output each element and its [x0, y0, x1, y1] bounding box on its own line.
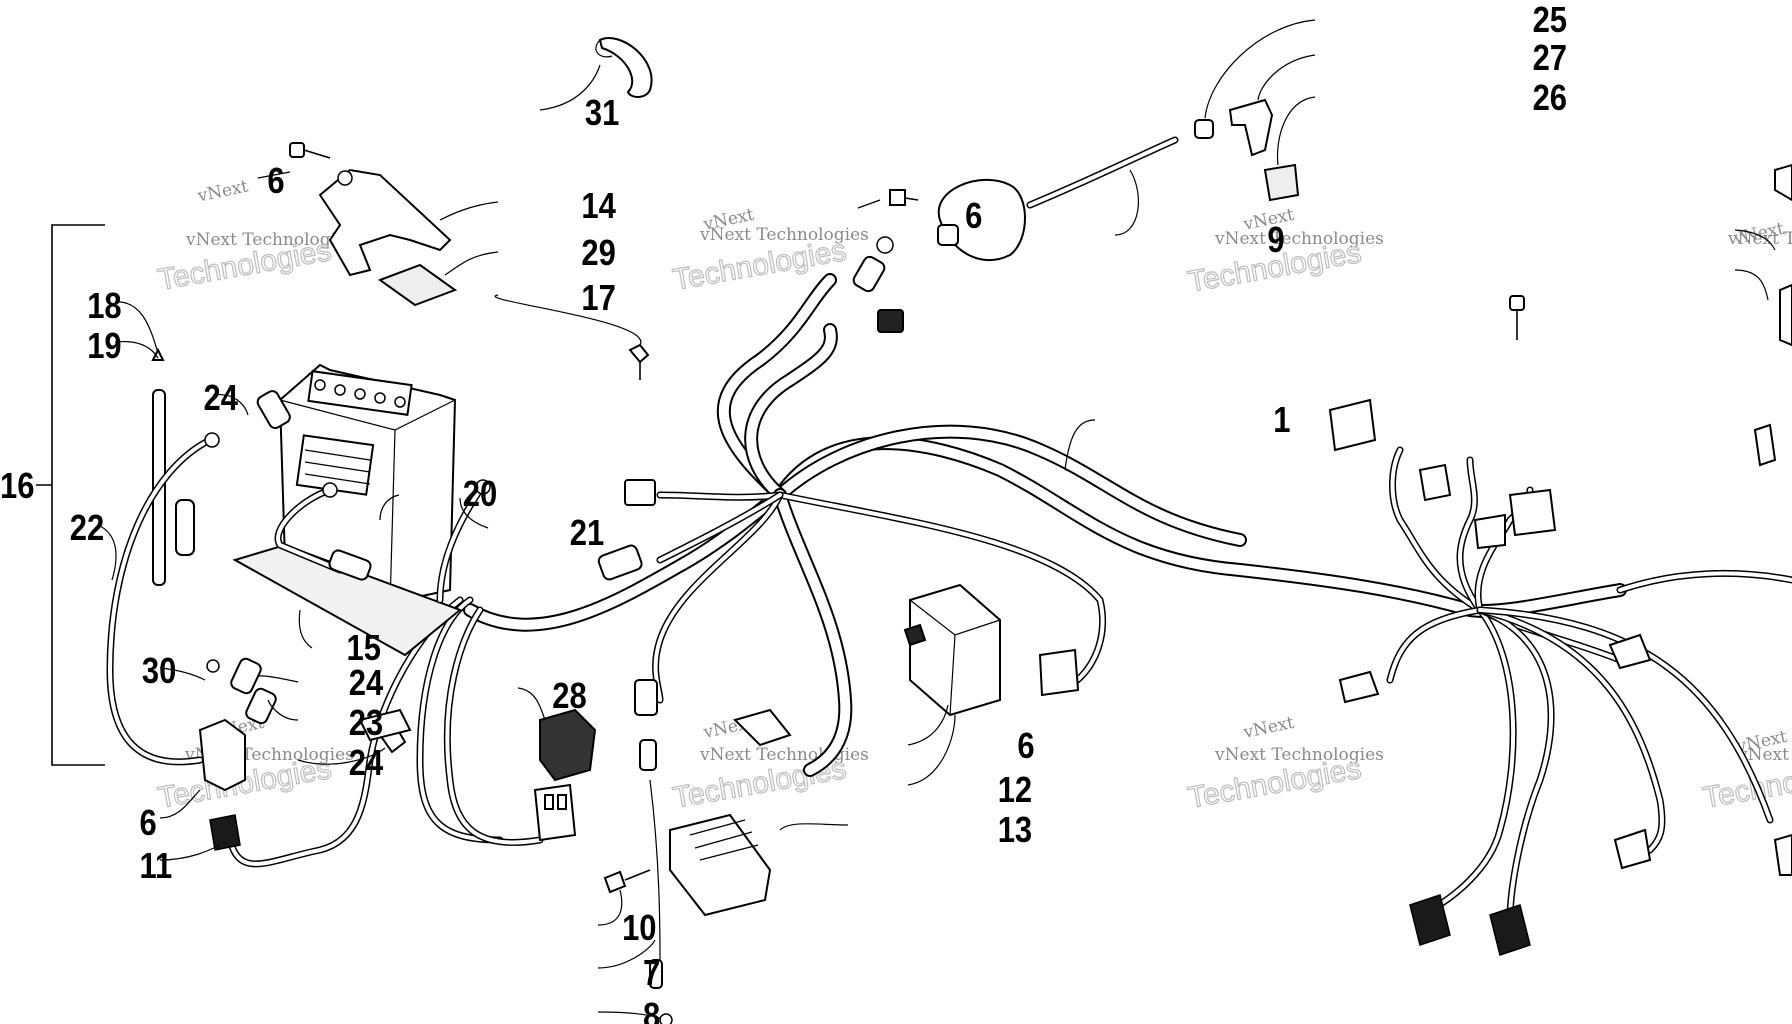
battery-bracket: [318, 168, 452, 277]
cdi-module: [903, 583, 1080, 717]
battery-cables: [106, 390, 491, 766]
callout-25: 25: [1533, 1, 1567, 41]
callout-27: 27: [1533, 39, 1567, 79]
spark-plug-boot: [1194, 98, 1300, 202]
callout-1: 1: [1273, 401, 1290, 441]
callout-28: 28: [552, 677, 586, 717]
callout-17: 17: [581, 279, 615, 319]
battery: [278, 363, 457, 607]
callout-6: 6: [267, 162, 284, 202]
callout-6: 6: [140, 804, 157, 844]
callout-24: 24: [203, 379, 238, 419]
callout-15: 15: [347, 629, 381, 669]
rubber-pad: [377, 263, 458, 307]
vent-tube: [151, 347, 166, 586]
callout-10: 10: [622, 909, 656, 949]
starter-solenoid: [198, 657, 407, 851]
watermark-group-1: vNext: [195, 176, 250, 206]
mount-bolt: [603, 869, 651, 894]
harness-connector-left: [358, 479, 656, 742]
callout-30: 30: [142, 652, 176, 692]
bolt-icon: [289, 142, 331, 159]
watermark-mid: vNext Technologies: [699, 225, 869, 245]
right-edge-part: [1509, 163, 1792, 467]
callout-12: 12: [998, 771, 1032, 811]
harness-connector-right: [1328, 398, 1792, 956]
callout-11: 11: [140, 847, 173, 887]
callout-18: 18: [87, 287, 121, 327]
callout-16: 16: [0, 467, 34, 507]
watermark-mid: vNext Technologies: [1727, 229, 1792, 249]
watermark-mid: vNext Technologies: [1737, 745, 1792, 765]
watermark-mid: vNext Technologies: [185, 230, 355, 250]
callout-8: 8: [643, 997, 660, 1024]
voltage-regulator: [669, 708, 792, 917]
callout-22: 22: [70, 509, 104, 549]
terminal-bolt: [628, 343, 650, 380]
callout-24: 24: [349, 744, 384, 784]
right-harness-fan: [1386, 446, 1792, 924]
watermark-mid: vNext Technologies: [1214, 229, 1384, 249]
callout-23: 23: [349, 704, 383, 744]
callout-21: 21: [570, 514, 604, 554]
callout-29: 29: [581, 234, 615, 274]
callout-6: 6: [965, 197, 982, 237]
callout-31: 31: [585, 94, 619, 134]
group-bracket-16: [36, 224, 105, 766]
callout-9: 9: [1267, 221, 1284, 261]
harness-connector-down: [634, 679, 673, 1024]
battery-tray: [232, 543, 462, 657]
callout-14: 14: [581, 187, 616, 227]
leader-lines: [97, 19, 1776, 1019]
relay: [533, 708, 597, 842]
callout-20: 20: [463, 475, 497, 515]
watermark-mid: vNext Technologies: [1214, 745, 1384, 765]
ignition-coil: [889, 136, 1179, 261]
watermark-top: vNext: [1241, 713, 1296, 743]
callout-19: 19: [87, 327, 121, 367]
callout-13: 13: [998, 811, 1032, 851]
callout-6: 6: [1017, 727, 1034, 767]
hose-clamp: [595, 37, 653, 98]
callout-24: 24: [349, 664, 384, 704]
watermark-top: vNext: [195, 176, 250, 206]
callout-7: 7: [643, 954, 660, 994]
callout-26: 26: [1533, 79, 1567, 119]
ground-terminal: [852, 236, 904, 333]
